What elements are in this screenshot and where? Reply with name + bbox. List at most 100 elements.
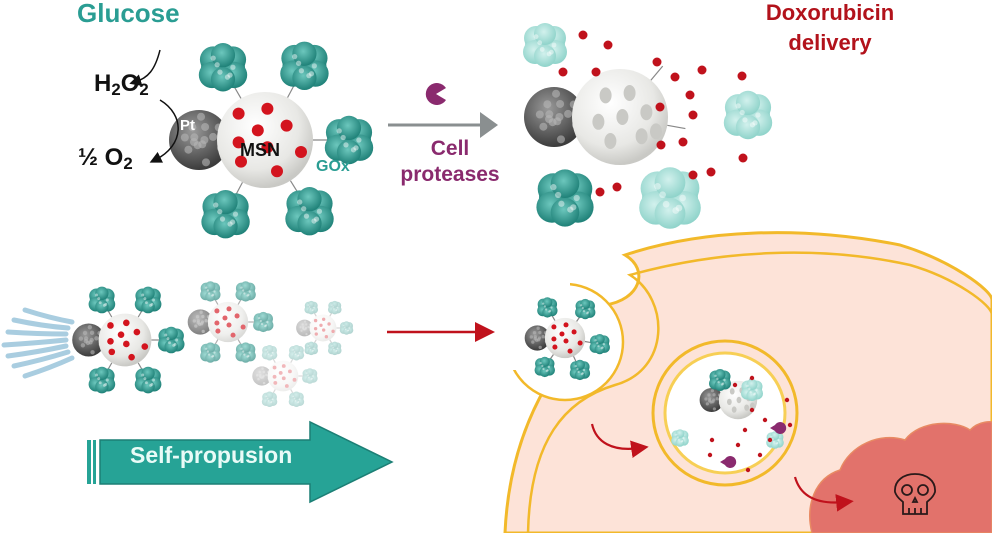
gox-enzyme [523,23,567,67]
doxorubicin-cargo [107,322,114,329]
doxorubicin-cargo [571,329,577,335]
doxorubicin-molecule [732,382,738,388]
gox-label: GOx [316,158,350,175]
platinum-particle [252,366,272,386]
doxorubicin-molecule [706,167,716,177]
gox-enzyme [198,43,248,92]
doxorubicin-cargo [117,331,125,339]
doxorubicin-cargo [214,308,220,314]
doxorubicin-molecule [678,137,688,147]
doxorubicin-molecule [652,57,662,67]
doxorubicin-molecule [742,427,748,433]
doxorubicin-cargo [278,371,283,375]
doxorubicin-cargo [321,317,326,321]
doxorubicin-molecule [578,30,588,40]
gox-enzyme [134,366,162,394]
doxorubicin-molecule [737,71,747,81]
gox-enzyme [200,281,221,302]
gox-enzyme [537,297,558,318]
gox-enzyme [261,344,278,361]
doxorubicin-cargo [551,324,557,330]
doxorubicin-molecule [738,153,748,163]
doxorubicin-cargo [567,348,573,354]
doxorubicin-cargo [272,374,277,379]
doxorubicin-molecule [591,67,601,77]
doxorubicin-cargo [331,329,335,334]
doxorubicin-molecule [709,437,715,443]
doxorubicin-molecule [757,452,763,458]
gox-enzyme [534,356,555,378]
doxorubicin-molecule [595,187,605,197]
doxorubicin-molecule [787,422,793,428]
gox-enzyme [589,333,610,355]
gox-enzyme [280,41,329,91]
gox-enzyme [339,321,354,335]
gox-enzyme [261,391,278,408]
doxorubicin-cargo [230,332,236,338]
gox-enzyme [536,169,594,227]
self-propulsion-arrow [87,420,394,504]
doxorubicin-cargo [261,141,274,154]
pacman-icon [425,82,446,105]
gox-enzyme [639,167,701,229]
gox-enzyme [723,90,773,140]
doxorubicin-cargo [128,353,135,361]
msn-sphere [309,314,337,342]
cell-proteases-line1: Cell [430,137,470,160]
doxorubicin-cargo [273,380,278,385]
pacman-icon [770,422,787,435]
doxorubicin-cargo [281,376,286,381]
doxorubicin-molecule [670,72,680,82]
msn-sphere [267,360,299,392]
doxorubicin-molecule [685,90,695,100]
doxorubicin-molecule [558,67,568,77]
doxorubicin-label: Doxorubicin delivery [730,0,930,58]
doxorubicin-molecule [762,417,768,423]
doxorubicin-cargo [577,340,583,346]
gox-enzyme [285,187,334,236]
internalization-arrow [590,423,649,458]
doxorubicin-cargo [280,119,293,132]
nanomotor [252,344,318,408]
self-propulsion-label: Self-propusion [130,442,293,468]
doxorubicin-molecule [749,375,755,381]
doxorubicin-molecule [745,467,751,473]
doxorubicin-cargo [272,365,277,370]
glucose-label: Glucose [77,0,180,28]
doxorubicin-cargo [215,328,221,334]
doxorubicin-molecule [697,65,707,75]
doxorubicin-cargo [281,364,286,368]
gox-enzyme [327,300,342,315]
doxorubicin-molecule [612,182,622,192]
gox-enzyme [157,326,185,354]
doxorubicin-cargo [222,315,228,321]
doxorubicin-cargo [552,344,558,350]
gox-enzyme [741,379,763,401]
gox-enzyme [709,369,731,391]
glucose-conversion-arrow [129,49,161,86]
gox-enzyme [235,342,256,363]
gox-enzyme [671,429,689,447]
doxorubicin-cargo [314,332,318,336]
gox-enzyme [766,431,784,449]
doxorubicin-cargo [108,348,116,356]
gox-enzyme [235,281,256,302]
gox-enzyme [201,189,250,239]
doxorubicin-cargo [107,338,114,345]
doxorubicin-cargo [133,328,141,336]
doxorubicin-cargo [324,335,329,339]
gox-enzyme [253,311,274,333]
doxorubicin-cargo [327,322,331,326]
doxorubicin-molecule [749,407,755,413]
doxorubicin-molecule [603,40,613,50]
doxorubicin-cargo [551,336,557,342]
half-o2-label: ½ O2 [78,144,133,174]
nanomotor [72,286,185,394]
doxorubicin-cargo [234,313,240,319]
gox-enzyme [304,300,319,315]
doxorubicin-molecule [656,140,666,150]
doxorubicin-cargo [232,107,245,120]
doxorubicin-cargo [261,102,274,115]
